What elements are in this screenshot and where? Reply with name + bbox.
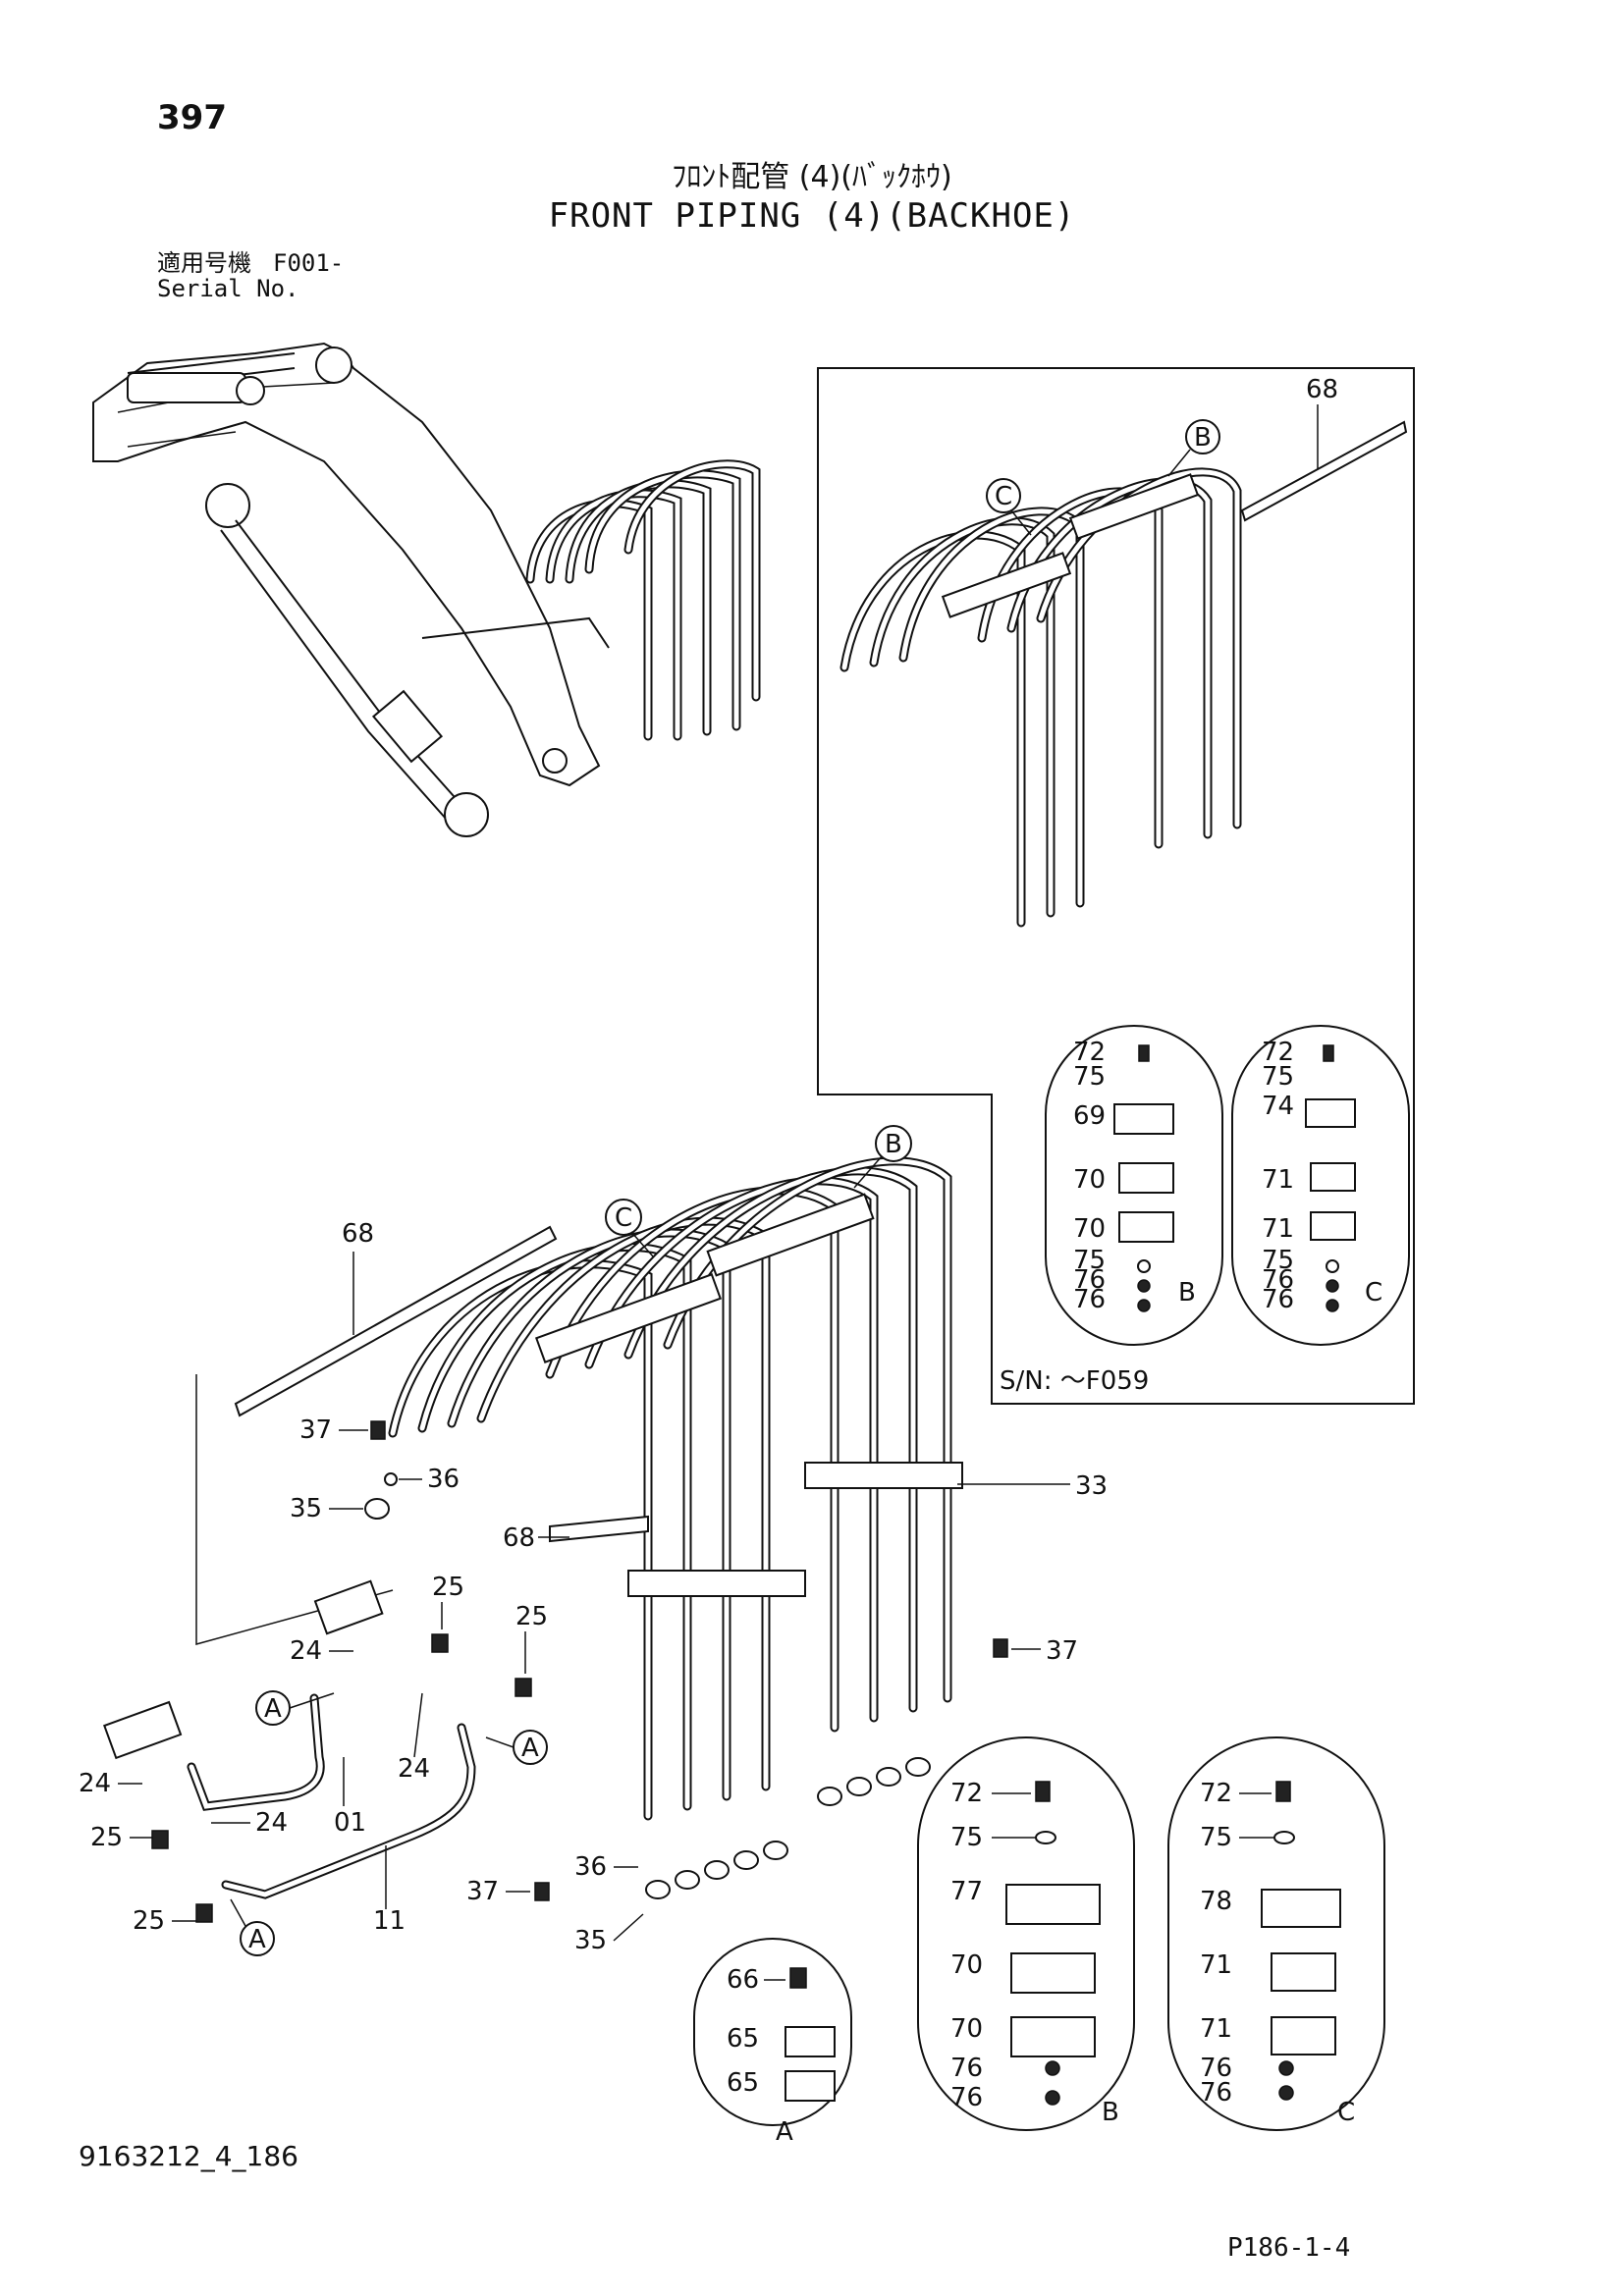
pipe-assemblies [103,1579,532,1923]
part-label-76: 76 [1073,1285,1106,1314]
part-label-76: 76 [1073,1265,1106,1295]
page-reference: P186-1-4 [1227,2233,1351,2263]
part-label-75: 75 [1073,1062,1106,1092]
part-label-24: 24 [79,1769,111,1798]
serial-label-jp: 適用号機 [157,249,251,277]
part-label-72: 72 [1073,1038,1106,1067]
main-hose-bundle [388,1156,963,1821]
part-label-72: 72 [1262,1038,1294,1067]
part-label-b: B [1102,2098,1119,2127]
detail-a: 66 65 65 A [693,1938,852,2147]
inset-detail-b: 72 75 69 70 70 75 76 76 B [1045,1025,1223,1346]
main-clamp-row [645,1757,931,1899]
part-label-36: 36 [574,1852,607,1882]
part-label-c: C [1365,1278,1382,1308]
part-label-36: 36 [427,1465,460,1494]
main-callout-b: B [885,1130,902,1159]
main-callout-c: C [615,1203,632,1233]
part-label-76: 76 [1200,2078,1232,2108]
main-callout-a-1: A [264,1694,282,1724]
part-label-65: 65 [727,2068,759,2098]
part-label-76: 76 [1262,1285,1294,1314]
serial-value: F001- [273,249,345,277]
inset-hose-bundle [839,467,1242,928]
part-label-71: 71 [1200,2014,1232,2044]
part-label-75: 75 [1073,1246,1106,1275]
part-label-b: B [1178,1278,1196,1308]
part-label-70: 70 [950,1950,983,1980]
label-33: 33 [1075,1471,1108,1501]
serial-label-en: Serial No. [157,275,299,302]
label-68-mid: 68 [503,1523,535,1553]
part-label-25: 25 [90,1823,123,1852]
main-callout-a-3: A [248,1925,266,1954]
part-label-70: 70 [950,2014,983,2044]
boom-overview-illustration [92,342,761,837]
part-label-74: 74 [1262,1092,1294,1121]
page-number: 397 [157,98,227,137]
part-label-76: 76 [950,2054,983,2083]
part-label-37: 37 [1046,1636,1078,1666]
part-label-24: 24 [398,1754,430,1784]
part-label-75: 75 [1262,1246,1294,1275]
part-label-71: 71 [1262,1165,1294,1195]
part-label-71: 71 [1262,1214,1294,1244]
part-label-75: 75 [950,1823,983,1852]
part-label-75: 75 [1262,1062,1294,1092]
part-label-72: 72 [1200,1779,1232,1808]
label-68-top: 68 [342,1219,374,1249]
part-label-76: 76 [1200,2054,1232,2083]
part-label-37: 37 [299,1415,332,1445]
inset-early-serial: 68 B C 72 75 6 [817,367,1415,1405]
part-label-24: 24 [290,1636,322,1666]
part-label-25: 25 [133,1906,165,1936]
part-label-25: 25 [432,1573,464,1602]
part-label-65: 65 [727,2024,759,2054]
part-label-78: 78 [1200,1887,1232,1916]
label-68-inset: 68 [1306,375,1338,404]
inset-serial-range: S/N: ～F059 [1000,1366,1149,1396]
part-label-37: 37 [466,1877,499,1906]
inset-detail-c: 72 75 74 71 71 75 76 76 C [1231,1025,1410,1346]
part-label-76: 76 [1262,1265,1294,1295]
part-label-69: 69 [1073,1101,1106,1131]
part-label-11: 11 [373,1906,406,1936]
title-japanese: ﾌﾛﾝﾄ配管 (4)(ﾊﾞｯｸﾎｳ) [672,160,952,194]
part-label-01: 01 [334,1808,366,1838]
part-label-35: 35 [574,1926,607,1955]
part-label-71: 71 [1200,1950,1232,1980]
part-label-76: 76 [950,2083,983,2112]
part-label-70: 70 [1073,1214,1106,1244]
part-label-24: 24 [255,1808,288,1838]
part-label-72: 72 [950,1779,983,1808]
drawing-code: 9163212_4_186 [79,2140,298,2172]
detail-c: 72 75 78 71 71 76 76 C [1167,1736,1385,2131]
part-label-70: 70 [1073,1165,1106,1195]
part-label-75: 75 [1200,1823,1232,1852]
part-label-35: 35 [290,1494,322,1523]
part-label-a: A [776,2117,793,2147]
inset-callout-c: C [995,482,1012,511]
part-label-c: C [1337,2098,1355,2127]
inset-callout-b: B [1194,423,1212,453]
part-label-25: 25 [515,1602,548,1631]
part-label-66: 66 [727,1965,759,1995]
serial-block: 適用号機 F001- Serial No. [157,250,344,301]
main-assembly: 68 68 33 [79,1125,1108,1956]
detail-b: 72 75 77 70 70 76 76 B [917,1736,1135,2131]
boom-hose-bundle [525,459,761,741]
main-callout-a-2: A [521,1734,539,1763]
part-label-77: 77 [950,1877,983,1906]
title-english: FRONT PIPING (4)(BACKHOE) [548,196,1076,236]
